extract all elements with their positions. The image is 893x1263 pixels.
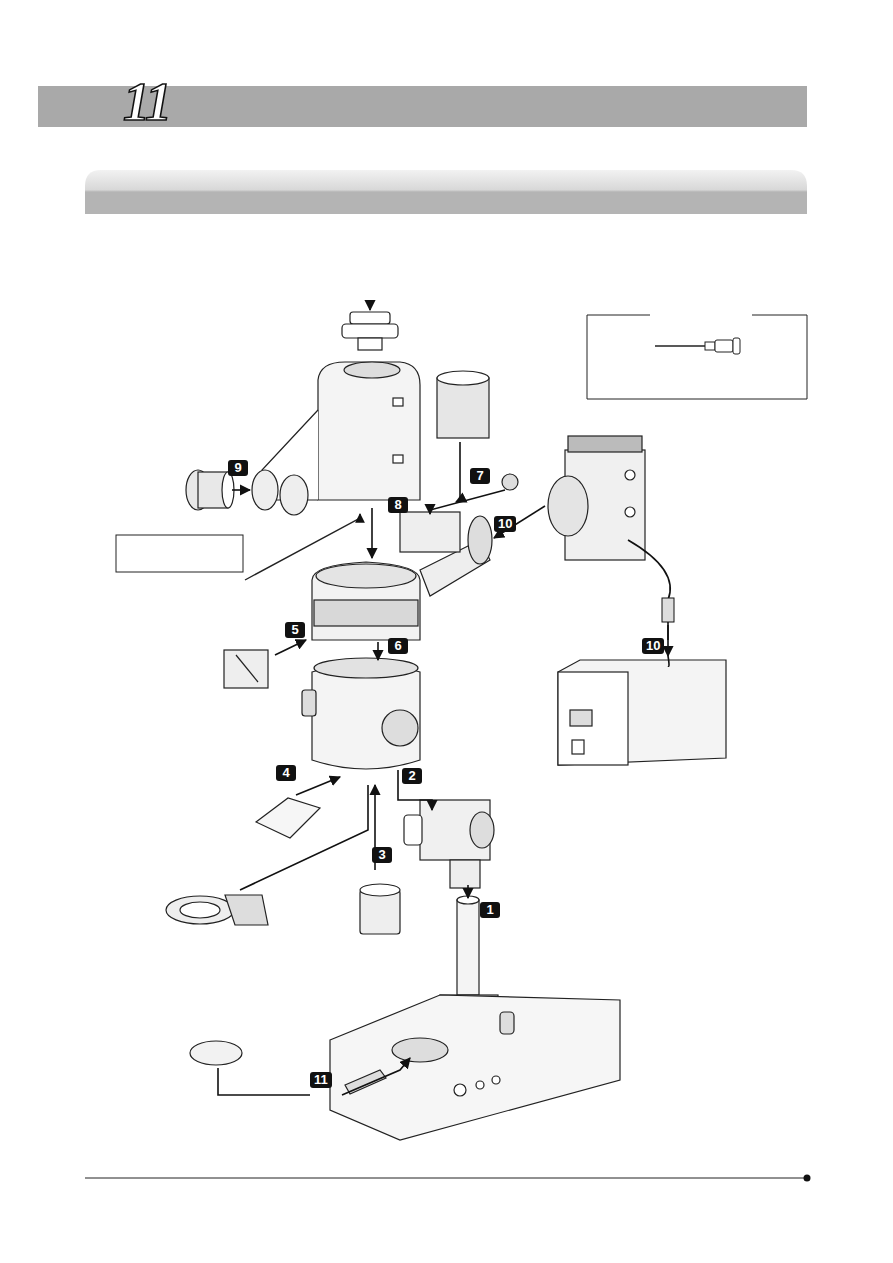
callout-number: 2 [402,768,422,784]
footer-rule [85,1178,807,1179]
callout-number: 7 [470,468,490,484]
callout-number: 9 [228,460,248,476]
note-box [116,535,243,572]
callout-number: 11 [310,1072,332,1088]
footer-dot [804,1175,811,1182]
callout-number: 8 [388,497,408,513]
assembly-arrows [218,300,674,1095]
callout-number: 3 [372,847,392,863]
microscope-parts [166,312,726,1140]
callout-number: 5 [285,622,305,638]
screwdriver [655,338,740,354]
callout-number: 6 [388,638,408,654]
callout-number: 4 [276,765,296,781]
tool-box [587,315,807,399]
callout-number: 1 [480,902,500,918]
section-bar [85,170,807,214]
callout-number: 10 [494,516,516,532]
chapter-number: 11 [123,75,170,129]
callout-number: 10 [642,638,664,654]
